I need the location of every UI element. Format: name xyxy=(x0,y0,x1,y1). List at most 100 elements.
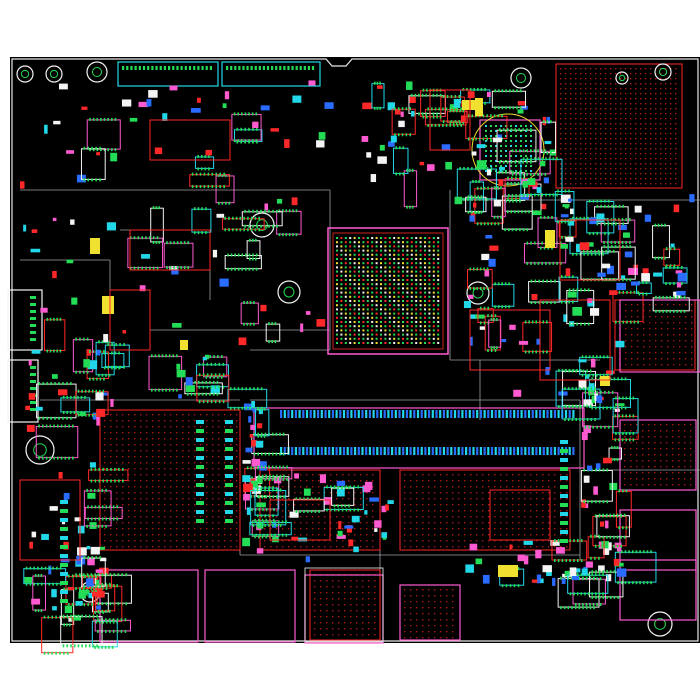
smd-pad xyxy=(74,517,81,522)
ic-pin xyxy=(478,210,480,214)
bga-ball xyxy=(393,333,396,336)
copper-dot xyxy=(212,420,214,422)
ic-pin xyxy=(504,305,507,309)
ethernet-jack xyxy=(619,299,700,373)
copper-dot xyxy=(332,586,334,588)
copper-dot xyxy=(605,173,607,175)
bga-ball xyxy=(397,300,400,302)
copper-dot xyxy=(434,480,436,482)
copper-dot xyxy=(536,516,538,518)
copper-dot xyxy=(615,173,617,175)
copper-dot xyxy=(595,133,597,135)
ic-pin xyxy=(90,587,93,591)
copper-dot xyxy=(194,426,196,428)
copper-dot xyxy=(672,484,674,486)
copper-dot xyxy=(464,516,466,518)
ic-pin xyxy=(469,87,472,91)
ic-pin xyxy=(517,182,520,186)
ic-pin xyxy=(204,167,207,171)
copper-dot xyxy=(660,83,662,85)
copper-dot xyxy=(428,504,430,506)
smd-pad xyxy=(394,108,401,115)
copper-dot xyxy=(368,586,370,588)
copper-dot xyxy=(482,546,484,548)
bga-ball xyxy=(419,241,422,244)
ic-pin xyxy=(504,282,507,286)
copper-dot xyxy=(575,133,577,135)
copper-dot xyxy=(176,504,178,506)
ic-pins xyxy=(249,238,257,261)
ic-pins xyxy=(197,154,210,171)
ic-pin xyxy=(241,406,244,410)
ic-pin xyxy=(471,167,473,171)
ic-pin xyxy=(97,573,100,577)
header-pin xyxy=(142,66,146,70)
bga-ball xyxy=(336,287,338,290)
connector-pin xyxy=(30,373,36,376)
ic-pin xyxy=(268,322,270,326)
mounting-hole-drill xyxy=(33,443,47,457)
copper-dot xyxy=(140,534,142,536)
connector-pin xyxy=(317,447,320,455)
copper-dot xyxy=(679,316,681,318)
connector-pin xyxy=(572,410,575,418)
copper-dot xyxy=(318,546,320,548)
smd-pad xyxy=(52,217,57,222)
copper-dot xyxy=(580,73,582,75)
bga-ball xyxy=(410,291,413,294)
copper-dot xyxy=(530,516,532,518)
bga-ball xyxy=(388,279,391,281)
ic-pin xyxy=(97,602,100,606)
copper-dot xyxy=(585,98,587,100)
copper-dot xyxy=(440,607,442,609)
bga-ball xyxy=(362,337,365,340)
ic-pin xyxy=(595,592,597,596)
bga-ball xyxy=(402,295,404,298)
bga-ball xyxy=(402,279,404,281)
bga-ball xyxy=(419,308,422,311)
copper-dot xyxy=(440,546,442,548)
smd-pad xyxy=(593,486,598,495)
copper-dot xyxy=(536,522,538,524)
smd-pad xyxy=(31,350,41,354)
bga-ball xyxy=(515,135,517,137)
copper-dot xyxy=(446,595,448,597)
copper-dot xyxy=(530,522,532,524)
copper-dot xyxy=(640,183,642,185)
ic-pin xyxy=(550,279,552,283)
copper-dot xyxy=(368,580,370,582)
bga-ball xyxy=(415,262,418,265)
copper-dot xyxy=(236,522,238,524)
ic-pin xyxy=(204,154,207,158)
copper-dot xyxy=(560,83,562,85)
connector-pin xyxy=(442,447,445,455)
copper-dot xyxy=(554,528,556,530)
copper-dot xyxy=(182,480,184,482)
ic-pin xyxy=(282,432,285,436)
ic-pin xyxy=(29,582,32,586)
bga-ball xyxy=(410,274,413,277)
bga-ball xyxy=(371,333,374,336)
copper-dot xyxy=(630,93,632,95)
bga-ball xyxy=(419,312,422,315)
header-pin xyxy=(163,66,167,70)
ic-pin xyxy=(587,216,589,220)
copper-dot xyxy=(314,634,316,636)
copper-dot xyxy=(530,498,532,500)
copper-dot xyxy=(306,498,308,500)
copper-dot xyxy=(482,474,484,476)
smd-pad xyxy=(565,268,571,277)
copper-dot xyxy=(342,522,344,524)
ic-pin xyxy=(522,172,525,176)
copper-dot xyxy=(655,358,657,360)
bga-ball xyxy=(375,266,378,269)
smd-pad xyxy=(560,214,569,218)
ic-pin xyxy=(474,197,477,201)
copper-dot xyxy=(158,510,160,512)
ic-pin xyxy=(172,388,175,392)
copper-dot xyxy=(122,432,124,434)
ic-pin xyxy=(95,620,98,624)
bga-ball xyxy=(380,337,382,340)
smd-pad xyxy=(605,574,612,582)
bga-ball xyxy=(530,155,532,157)
